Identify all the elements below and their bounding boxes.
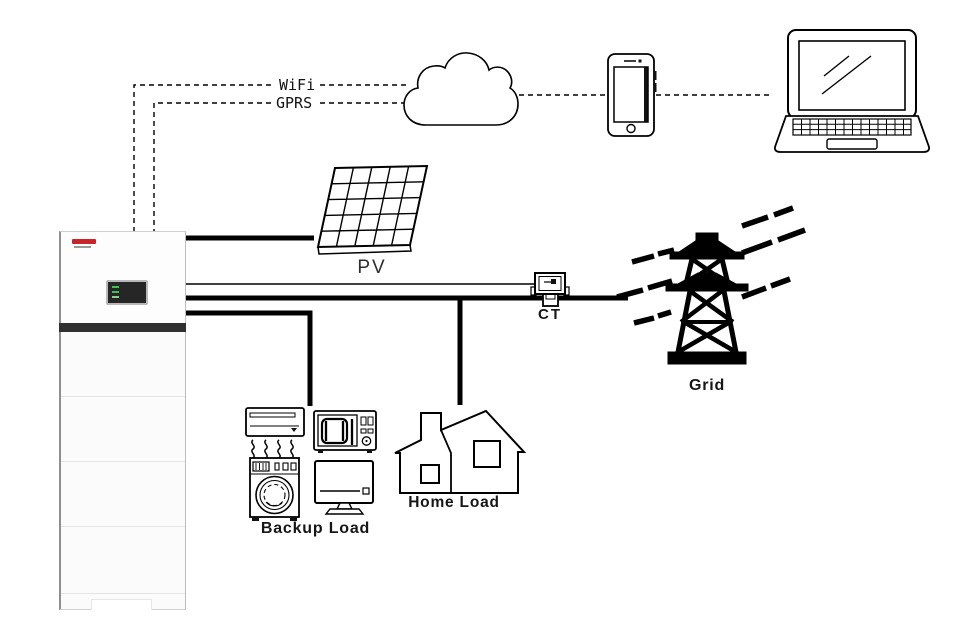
brand-logo [72,239,96,244]
phone-body [607,53,655,137]
ct-label: CT [538,306,562,323]
ct-sensor-icon [530,272,570,307]
battery-module-divider [61,396,185,397]
phone-side-button [654,83,657,92]
panel-face [318,166,427,247]
grid-label: Grid [688,377,726,394]
washer-display [252,461,270,472]
microwave-icon [313,410,377,453]
power-line-dashes [616,205,806,326]
solar-panel-icon [318,166,427,254]
gprs-link-line [153,102,406,231]
washing-machine-icon [249,457,300,521]
inverter-divider-band [59,323,186,332]
laptop-screen [787,29,917,119]
backup-load-cable [186,310,313,406]
panel-frame-depth [317,244,412,255]
house-window [420,464,440,484]
battery-module-stack [61,332,185,609]
cloud-icon [403,52,519,126]
microwave-window [320,417,349,445]
laptop-screen-inner [798,40,906,111]
tv-stand-neck [335,502,354,510]
house-outline [394,409,527,494]
status-led [112,296,119,298]
laptop-keyboard [792,118,912,136]
pv-label: PV [357,257,387,278]
ac-vent [249,412,296,418]
laptop-trackpad [826,138,878,150]
base-notch [91,599,152,610]
house-icon [394,409,527,494]
phone-side-button [654,71,657,80]
status-led [112,286,119,288]
wifi-label: WiFi [275,76,320,94]
backup-load-label: Backup Load [260,520,371,537]
phone-camera-dot [638,59,642,63]
phone-home-button [626,123,636,134]
panel-grid-lines [318,166,427,247]
battery-module-divider [61,593,185,594]
transmission-tower-icon [616,205,806,365]
gprs-label: GPRS [272,94,317,112]
tv-stand-base [324,508,365,515]
inverter-display-screen [106,280,148,305]
tower-base [667,351,747,365]
smartphone-icon [607,53,657,137]
laptop-icon [773,29,931,153]
inverter-battery-tower [59,231,186,610]
ac-airflow [251,439,294,459]
phone-screen [613,66,649,123]
status-led [112,291,119,293]
house-window [473,440,501,468]
tv-screen [314,460,374,504]
tower-middle-arm [665,283,749,292]
tv-icon [314,460,374,515]
microwave-controls [360,416,374,446]
brand-logo-subtext [74,246,91,248]
battery-module-divider [61,461,185,462]
tower-upper-arm [669,251,745,260]
air-conditioner-icon [245,407,305,459]
battery-module-divider [61,526,185,527]
home-load-label: Home Load [408,494,500,511]
screen-reflection [821,55,872,95]
